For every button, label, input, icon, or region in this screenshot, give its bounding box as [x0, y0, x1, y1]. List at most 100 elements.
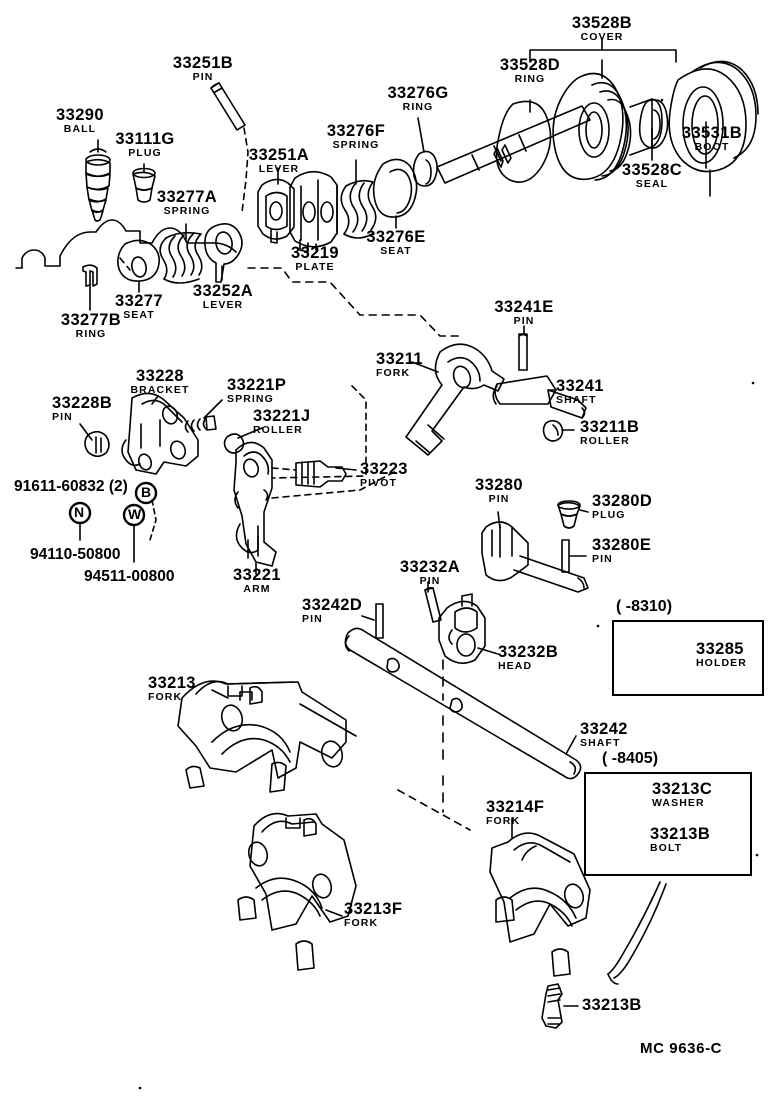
hardware-marker-B-letter: B: [141, 484, 152, 500]
assembly-dash-3: [119, 257, 131, 271]
label-33277: 33277 SEAT: [115, 292, 163, 321]
part-33280D-plug: [557, 500, 581, 529]
label-33251B: 33251B PIN: [172, 54, 234, 83]
detail-wire: [607, 881, 667, 985]
leader-lines: [79, 37, 707, 1007]
label-33219: 33219 PLATE: [291, 244, 339, 273]
footer-code: MC 9636-C: [640, 1040, 723, 1057]
part-33242-shaft: [344, 627, 582, 780]
part-33228B-pin: [84, 430, 110, 458]
part-33276F-spring: [340, 179, 377, 239]
label-33531B: 33531B BOOT: [681, 124, 743, 153]
label-33213C: 33213C WASHER: [652, 780, 713, 809]
part-33277B-ring: [82, 264, 98, 287]
inset-8310-box: [612, 620, 764, 696]
part-33280-pin-body: [481, 521, 589, 593]
label-33290: 33290 BALL: [56, 106, 104, 135]
part-33221J-roller: [223, 433, 245, 454]
hardware-marker-N-letter: N: [74, 504, 85, 520]
label-33277B: 33277B RING: [60, 311, 122, 340]
assembly-dash-5: [271, 469, 399, 499]
label-33241: 33241 SHAFT: [556, 377, 604, 406]
label-33277A: 33277A SPRING: [156, 188, 218, 217]
inset-8405-box: [584, 772, 752, 876]
part-33241E-pin: [518, 333, 528, 371]
label-33213F: 33213F FORK: [344, 900, 403, 929]
label-33242D: 33242D PIN: [302, 596, 363, 625]
label-33285: 33285 HOLDER: [696, 640, 747, 669]
label-33221J: 33221J ROLLER: [253, 407, 311, 436]
part-33219-plate: [289, 170, 338, 253]
label-33276F: 33276F SPRING: [326, 122, 386, 151]
part-33232B-head: [438, 593, 486, 664]
label-33528D: 33528D RING: [499, 56, 561, 85]
label-33213B-bolt: 33213B BOLT: [650, 825, 711, 854]
part-33531B-boot: [668, 60, 759, 173]
part-33213-fork: [177, 680, 357, 793]
part-33528B-cover: [552, 72, 663, 181]
inset-8310-caption: ( -8310): [616, 598, 673, 615]
label-33228: 33228 BRACKET: [130, 367, 190, 396]
part-33228-bracket: [121, 392, 199, 475]
part-33214F-fork: [489, 832, 591, 977]
part-33276E-seat: [372, 158, 418, 218]
assembly-dash-6: [271, 385, 367, 479]
part-33221-arm: [233, 441, 277, 567]
label-33228B: 33228B PIN: [52, 394, 113, 423]
label-33232B: 33232B HEAD: [498, 643, 559, 672]
part-33276G-ring: [412, 150, 438, 187]
part-33211-fork: [405, 343, 505, 456]
label-33276G: 33276G RING: [387, 84, 449, 113]
label-33252A: 33252A LEVER: [192, 282, 254, 311]
hardware-91611: 91611-60832 (2): [14, 478, 128, 495]
label-33221: 33221 ARM: [233, 566, 281, 595]
label-33276E: 33276E SEAT: [366, 228, 426, 257]
inset-8405-caption: ( -8405): [602, 750, 659, 767]
label-33280D: 33280D PLUG: [592, 492, 653, 521]
part-33232A-pin: [424, 586, 442, 623]
label-33221P: 33221P SPRING: [227, 376, 287, 405]
part-33242D-pin: [375, 603, 384, 639]
part-33528C-seal: [638, 98, 669, 149]
label-33242: 33242 SHAFT: [580, 720, 628, 749]
part-33528D-ring: [495, 100, 552, 183]
part-33277A-spring: [159, 231, 203, 284]
part-33213B-bolt-lower: [541, 983, 563, 1029]
hardware-94511: 94511-00800: [84, 568, 175, 585]
assembly-dash-2: [247, 267, 463, 337]
label-33528C: 33528C SEAL: [621, 161, 683, 190]
label-33251A: 33251A LEVER: [248, 146, 310, 175]
part-33223-pivot: [295, 460, 347, 488]
assembly-dash-8: [397, 789, 471, 831]
label-33111G: 33111G PLUG: [115, 130, 175, 159]
part-shift-lever-shaft: [436, 105, 591, 184]
part-33277-seat: [117, 239, 160, 282]
label-33213B-plain: 33213B: [582, 996, 642, 1014]
label-33280E: 33280E PIN: [592, 536, 652, 565]
assembly-dash-1: [241, 127, 249, 213]
part-33251B-pin: [210, 82, 246, 131]
label-33232A: 33232A PIN: [399, 558, 461, 587]
label-33214F: 33214F FORK: [486, 798, 545, 827]
part-33251A-lever: [257, 178, 295, 244]
label-33211: 33211 FORK: [376, 350, 423, 379]
label-33223: 33223 PIVOT: [360, 460, 408, 489]
part-33252A-lever: [204, 223, 243, 283]
leader-B: [149, 499, 157, 541]
label-33280: 33280 PIN: [475, 476, 523, 505]
transmission-case-outline: [15, 219, 237, 269]
hardware-marker-W-letter: W: [128, 506, 142, 522]
label-33528B: 33528B COVER: [571, 14, 633, 43]
label-33241E: 33241E PIN: [494, 298, 554, 327]
assembly-dash-4: [271, 467, 297, 471]
part-33211B-roller: [542, 419, 564, 442]
hardware-94110: 94110-50800: [30, 546, 121, 563]
part-33241-shaft: [492, 375, 587, 419]
hardware-marker-B: [134, 481, 158, 505]
part-33213F-fork: [237, 812, 357, 971]
label-33213: 33213 FORK: [148, 674, 196, 703]
part-33221P-spring: [184, 415, 217, 433]
part-33280E-pin: [561, 539, 570, 573]
label-33211B: 33211B ROLLER: [580, 418, 640, 447]
